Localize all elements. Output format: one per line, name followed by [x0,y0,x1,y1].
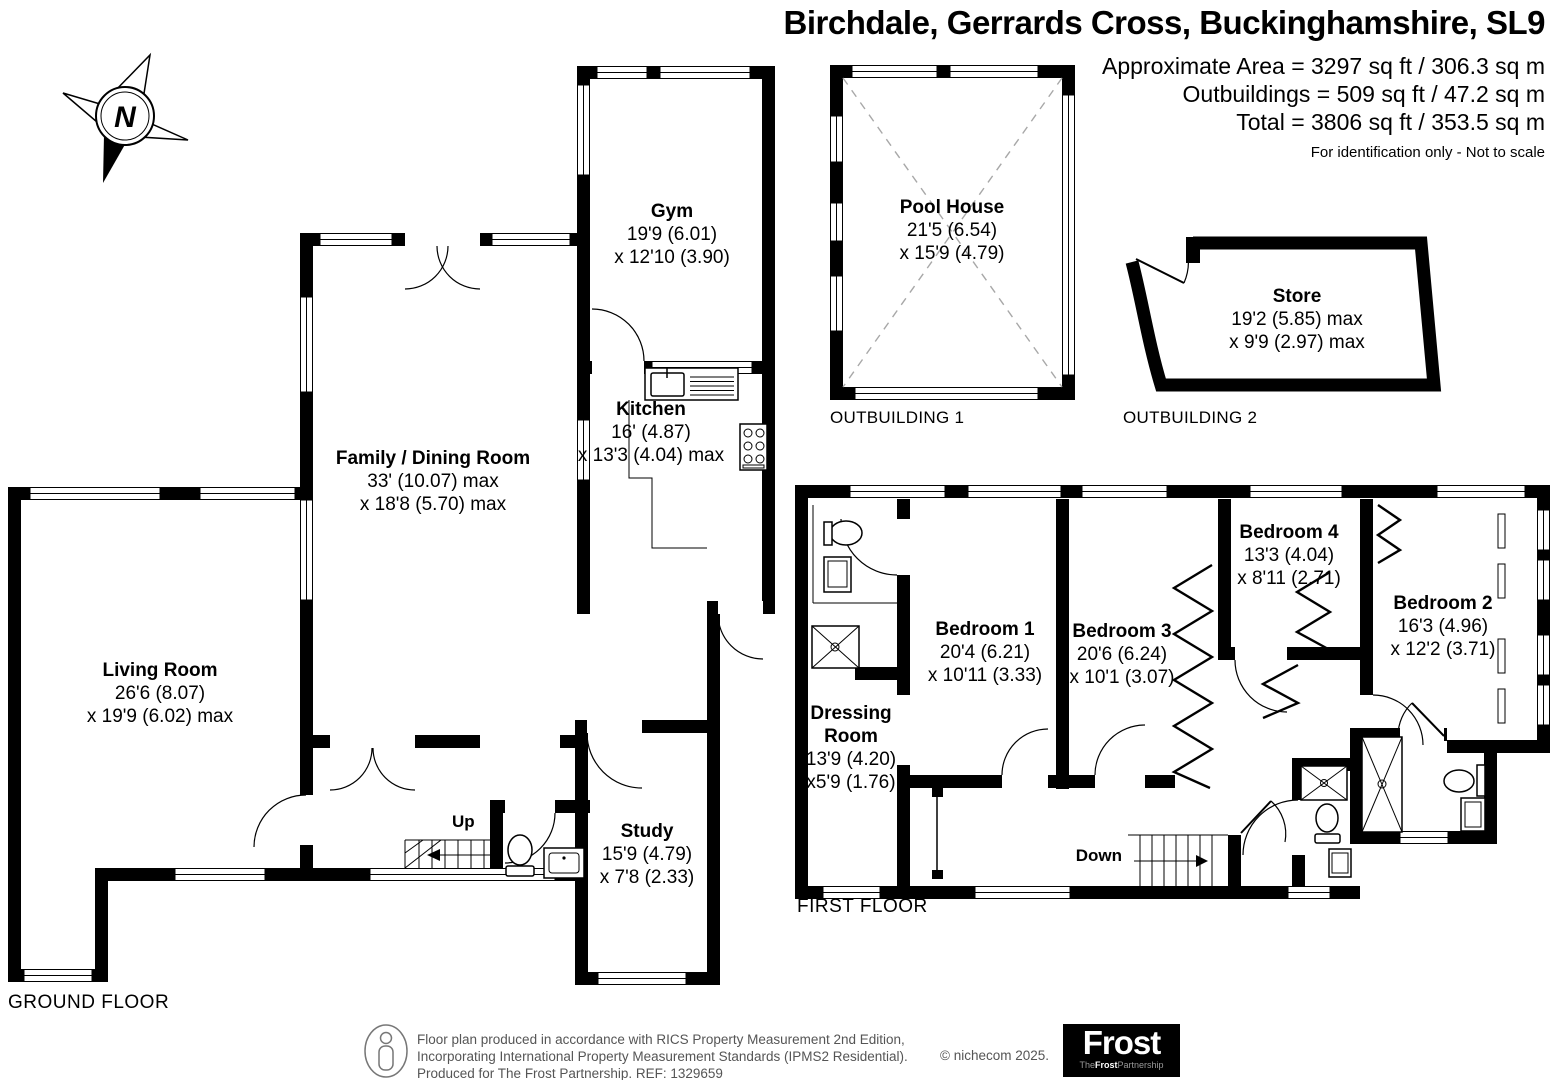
frost-logo-wordmark: Frost [1082,1024,1162,1061]
footer-line1: Floor plan produced in accordance with R… [417,1032,905,1047]
outbuilding-2-plan [1125,236,1442,392]
kitchen-sink-icon [644,367,739,401]
room-label-family-dining: Family / Dining Room 33' (10.07) max x 1… [335,448,531,515]
toilet-icon [505,834,535,877]
room-label-bedroom3: Bedroom 3 20'6 (6.24) x 10'1 (3.07) [1069,621,1175,688]
shower-icon [811,625,860,669]
ground-floor-plan [8,66,775,985]
approximate-area-line: Approximate Area = 3297 sq ft / 306.3 sq… [1101,53,1545,79]
toilet-icon [1314,803,1341,844]
door-leaf-line [1135,258,1185,284]
vaulted-ceiling-line [842,77,1063,388]
footer-disclaimer: Floor plan produced in accordance with R… [417,1031,908,1080]
first-floor-windows [822,485,1550,899]
basin-icon [1328,848,1352,878]
stairs-up [404,839,503,869]
room-label-study: Study 15'9 (4.79) x 7'8 (2.33) [599,821,695,888]
ground-floor-label: GROUND FLOOR [8,992,170,1013]
room-label-bedroom1: Bedroom 1 20'4 (6.21) x 10'11 (3.33) [927,619,1043,686]
stairs-down-label: Down [1075,846,1122,865]
frost-logo-subtitle: TheFrostPartnership [1079,1060,1164,1070]
footer-line3: Produced for The Frost Partnership. REF:… [417,1066,723,1080]
wardrobe-zigzag-bed3 [1171,563,1215,790]
kitchen-counter-line [628,400,707,549]
room-label-pool-house: Pool House 21'5 (6.54) x 15'9 (4.79) [899,197,1005,264]
wardrobe-zigzag-bed2 [1375,504,1403,565]
ground-door-arcs [253,245,764,864]
stairs-down [1128,834,1228,886]
vaulted-ceiling-line [842,77,1063,388]
wardrobe-zigzag-bed4-b [1260,663,1301,720]
shower-icon [1300,765,1348,801]
first-floor-door-arcs [840,518,1445,856]
hob-icon [739,423,768,471]
radiator-icon [1497,513,1506,724]
room-label-bedroom4: Bedroom 4 13'3 (4.04) x 8'11 (2.71) [1237,522,1341,589]
footer-line2: Incorporating International Property Mea… [417,1049,908,1064]
basin-icon [1460,797,1486,832]
person-height-icon [364,1024,408,1078]
shower-icon [1361,736,1403,833]
area-summary: Approximate Area = 3297 sq ft / 306.3 sq… [784,52,1545,161]
room-label-kitchen: Kitchen 16' (4.87) x 13'3 (4.04) max [577,399,725,466]
header-block: Birchdale, Gerrards Cross, Buckinghamshi… [783,4,1546,161]
compass-north-letter: N [114,101,137,134]
room-label-living: Living Room 26'6 (8.07) x 19'9 (6.02) ma… [86,660,234,727]
room-label-gym: Gym 19'9 (6.01) x 12'10 (3.90) [614,201,730,268]
disclaimer-text: For identification only - Not to scale [1310,144,1545,161]
toilet-icon [1443,764,1486,797]
page-title: Birchdale, Gerrards Cross, Buckinghamshi… [783,4,1546,41]
north-compass-icon: N [62,52,189,183]
room-label-bedroom2: Bedroom 2 16'3 (4.96) x 12'2 (3.71) [1390,593,1496,660]
outbuilding-2-label: OUTBUILDING 2 [1123,408,1258,427]
stairs-up-label: Up [452,812,475,831]
first-floor-label: FIRST FLOOR [797,896,928,917]
outbuilding-1-plan [830,65,1075,400]
frost-logo: Frost TheFrostPartnership [1063,1024,1180,1077]
room-label-store: Store 19'2 (5.85) max x 9'9 (2.97) max [1229,286,1365,353]
wardrobe-zigzag-bed4-a [1294,570,1333,652]
room-label-dressing: Dressing Room 13'9 (4.20) x5'9 (1.76) [805,703,897,793]
toilet-icon [823,520,863,546]
outbuildings-area-line: Outbuildings = 509 sq ft / 47.2 sq m [1182,81,1545,107]
outbuilding-1-label: OUTBUILDING 1 [830,408,965,427]
first-floor-plan [795,485,1550,899]
total-area-line: Total = 3806 sq ft / 353.5 sq m [1236,109,1545,135]
basin-icon [823,556,852,593]
basin-icon [543,847,585,879]
copyright-text: © nichecom 2025. [940,1048,1050,1063]
